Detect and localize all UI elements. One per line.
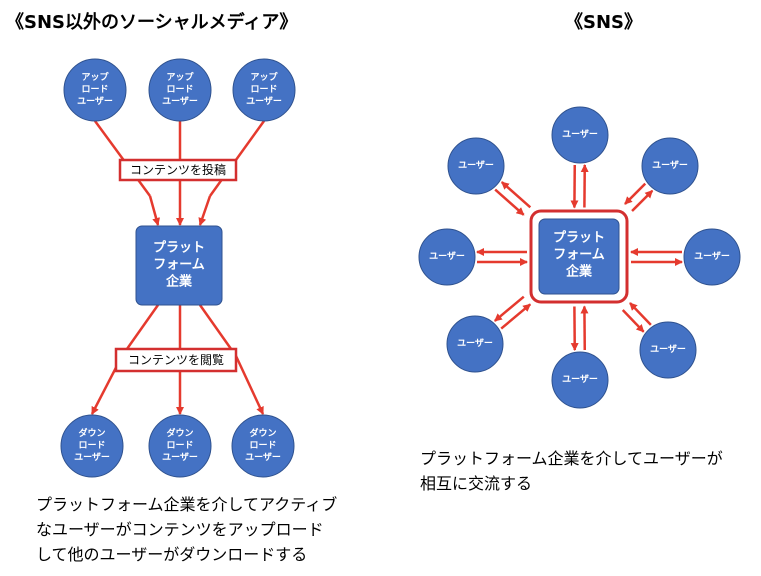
caption-line: プラットフォーム企業を介してアクティブ (36, 495, 338, 514)
right-diagram-title: 《SNS》 (565, 12, 642, 33)
arrow-to-platform (629, 302, 652, 326)
arrow-to-platform (494, 188, 525, 216)
upload-user-label: ユーザー (162, 96, 198, 107)
upload-user-label: アップ (81, 71, 109, 83)
user-label: ユーザー (652, 160, 688, 171)
download-user-label: ダウン (78, 427, 105, 439)
left-diagram-title: 《SNS以外のソーシャルメディア》 (6, 12, 298, 33)
download-user-label: ロード (78, 440, 105, 451)
platform-company-label: フォーム (153, 258, 205, 273)
user-node (447, 137, 505, 195)
view-content-label: コンテンツを閲覧 (128, 353, 224, 367)
platform-company-label: 企業 (165, 274, 193, 290)
user-node (683, 228, 741, 286)
user-label: ユーザー (694, 251, 730, 262)
download-user-label: ダウン (166, 427, 193, 439)
connector-line (120, 304, 160, 357)
download-user-label: ユーザー (162, 452, 198, 463)
connector-line (93, 120, 152, 197)
user-node (639, 321, 697, 379)
upload-user-label: ロード (81, 84, 108, 95)
arrow-to-user (621, 309, 645, 333)
upload-user-node (232, 58, 296, 122)
caption-line: 相互に交流する (420, 474, 533, 493)
platform-company-label: 企業 (565, 264, 593, 280)
caption-line: なユーザーがコンテンツをアップロード (36, 520, 324, 539)
upload-user-node (63, 58, 127, 122)
arrow-to-user (500, 181, 532, 209)
download-user-node (148, 414, 212, 478)
upload-user-label: ロード (166, 84, 193, 95)
post-content-label-box (118, 158, 238, 182)
user-label: ユーザー (429, 251, 465, 262)
arrow-to-platform (500, 303, 532, 330)
arrow-to-user (494, 295, 525, 322)
connector-line (198, 304, 238, 357)
upload-user-label: ユーザー (77, 96, 113, 107)
user-label: ユーザー (458, 160, 494, 171)
user-node (551, 351, 609, 409)
right-diagram-caption: プラットフォーム企業を介してユーザーが 相互に交流する (420, 446, 723, 496)
user-node (446, 315, 504, 373)
user-label: ユーザー (650, 344, 686, 355)
download-user-label: ユーザー (74, 452, 110, 463)
caption-line: して他のユーザーがダウンロードする (36, 545, 308, 564)
post-content-label: コンテンツを投稿 (130, 162, 226, 177)
download-user-label: ダウン (249, 427, 276, 439)
user-label: ユーザー (562, 129, 598, 140)
platform-company-label: プラット (153, 241, 205, 256)
upload-user-label: ロード (250, 84, 277, 95)
upload-user-label: ユーザー (246, 96, 282, 107)
download-user-label: ロード (249, 440, 276, 451)
upload-user-node (148, 58, 212, 122)
platform-company-box (538, 218, 620, 295)
user-label: ユーザー (562, 374, 598, 385)
caption-line: プラットフォーム企業を介してユーザーが (420, 449, 723, 468)
arrow-to-user (631, 189, 654, 212)
platform-company-label: プラット (553, 231, 605, 246)
user-node (551, 106, 609, 164)
arrow-to-downloader (234, 355, 265, 415)
platform-company-label: フォーム (553, 248, 605, 263)
download-user-label: ロード (166, 440, 193, 451)
arrow-to-platform (624, 182, 647, 205)
download-user-node (60, 414, 124, 478)
platform-company-box (135, 225, 223, 306)
connector-line (208, 120, 266, 197)
user-node (641, 137, 699, 195)
user-label: ユーザー (457, 338, 493, 349)
arrow-to-platform (198, 195, 212, 226)
view-content-label-box (114, 347, 238, 373)
download-user-node (231, 414, 295, 478)
upload-user-label: アップ (166, 71, 194, 83)
left-diagram-caption: プラットフォーム企業を介してアクティブ なユーザーがコンテンツをアップロード し… (36, 492, 337, 567)
download-user-label: ユーザー (245, 452, 281, 463)
user-node (418, 228, 476, 286)
upload-user-label: アップ (250, 71, 278, 83)
arrow-to-platform (148, 195, 160, 226)
